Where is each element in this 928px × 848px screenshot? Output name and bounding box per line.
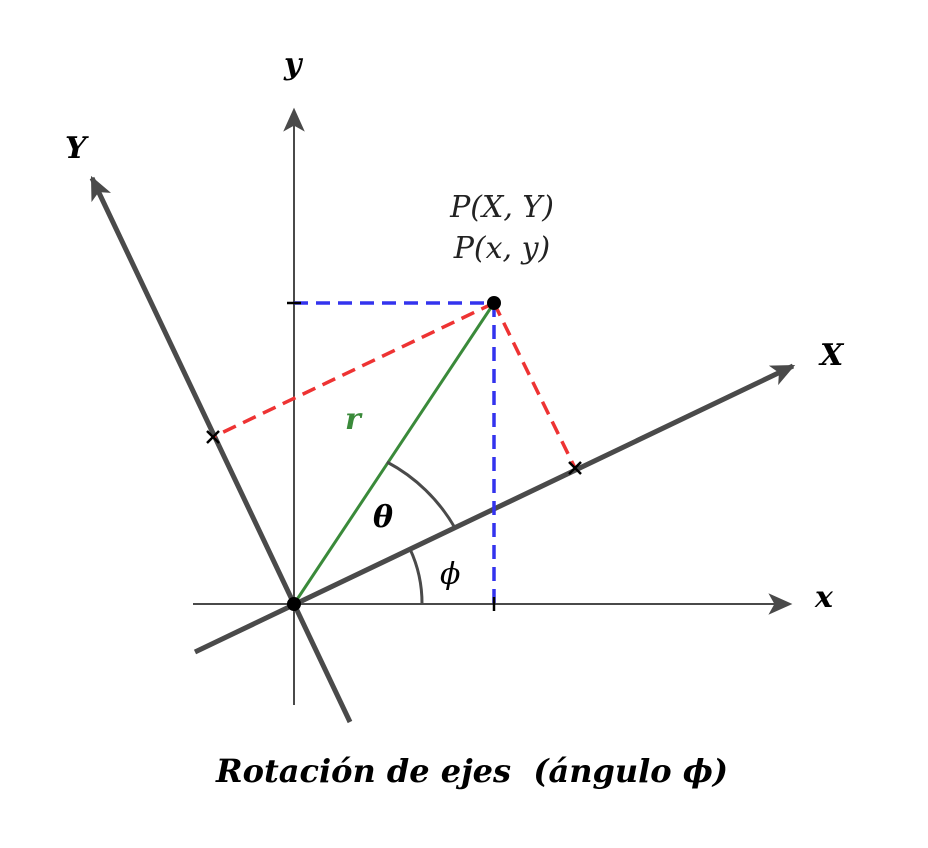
origin-point [287,597,301,611]
Y-axis-label: Y [65,131,89,166]
theta-label: θ [373,500,393,535]
radius-line [292,302,496,605]
y-axis-label: y [283,47,304,82]
radius-label: r [345,402,363,437]
point-P [487,296,501,310]
rotated-y-axis [89,175,353,724]
caption: Rotación de ejes (ángulo ϕ) [215,752,728,790]
x-axis-label: x [814,580,834,615]
tick-X [568,461,582,475]
X-axis-label: X [818,338,845,373]
theta-arc [386,460,457,529]
red-dashed-to-X [492,302,577,469]
phi-arc [408,548,424,605]
phi-label: ϕ [440,557,460,592]
tick-Y [206,430,220,444]
red-dashed-to-Y [212,301,495,439]
point-rotated-label: P(X, Y) [449,190,554,225]
point-original-label: P(x, y) [453,231,551,266]
